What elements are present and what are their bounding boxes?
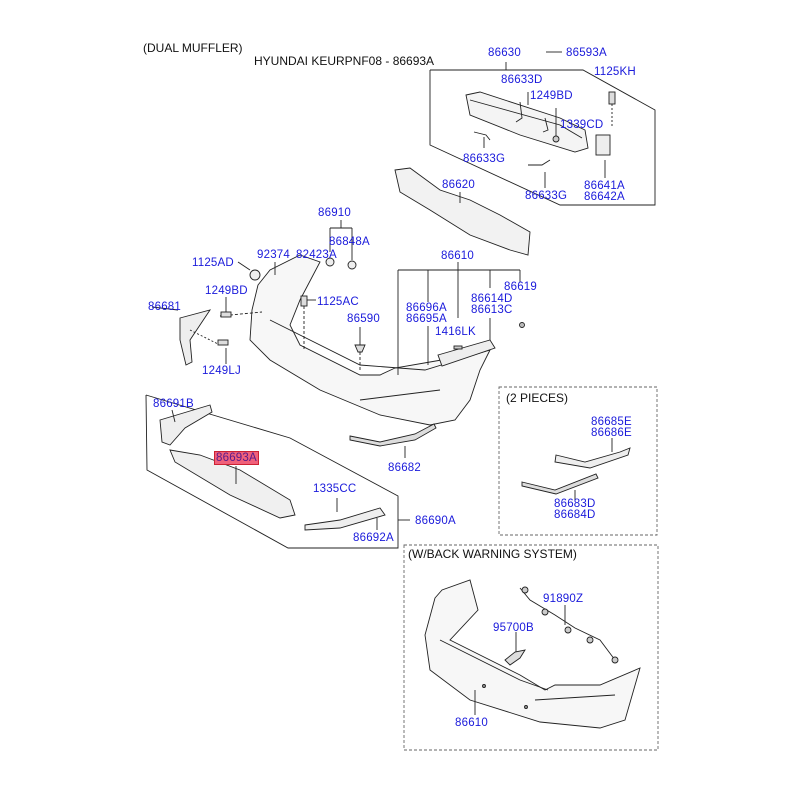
part-label-86692A[interactable]: 86692A bbox=[353, 532, 394, 544]
diagram-title: HYUNDAI KEURPNF08 - 86693A bbox=[254, 54, 435, 68]
part-label-86696A[interactable]: 86696A bbox=[406, 302, 447, 314]
part-label-86610[interactable]: 86610 bbox=[441, 250, 474, 262]
part-label-86633G-left[interactable]: 86633G bbox=[463, 153, 506, 165]
part-label-86614D[interactable]: 86614D bbox=[471, 293, 513, 305]
part-label-86686E[interactable]: 86686E bbox=[591, 427, 632, 439]
part-label-95700B[interactable]: 95700B bbox=[493, 622, 534, 634]
part-label-86590[interactable]: 86590 bbox=[347, 313, 380, 325]
part-label-86641A[interactable]: 86641A bbox=[584, 180, 625, 192]
part-label-86633G-right[interactable]: 86633G bbox=[525, 190, 568, 202]
part-label-86684D[interactable]: 86684D bbox=[554, 509, 596, 521]
sensor-bumper-cover bbox=[424, 579, 641, 729]
part-label-86690A[interactable]: 86690A bbox=[415, 515, 456, 527]
sensor-95700B bbox=[504, 649, 526, 666]
garnish-strip-86682 bbox=[349, 423, 437, 447]
part-label-86683D[interactable]: 86683D bbox=[554, 498, 596, 510]
part-label-86691B[interactable]: 86691B bbox=[153, 398, 194, 410]
two-pieces-box bbox=[498, 386, 658, 536]
part-label-86693A-highlighted[interactable]: 86693A bbox=[214, 451, 259, 465]
group-box-86630 bbox=[429, 69, 656, 206]
part-label-86848A[interactable]: 86848A bbox=[329, 236, 370, 248]
part-label-92374[interactable]: 92374 bbox=[257, 249, 290, 261]
part-label-86610-sensor[interactable]: 86610 bbox=[455, 717, 488, 729]
two-pieces-note: (2 PIECES) bbox=[506, 391, 569, 405]
part-label-1249BD-left[interactable]: 1249BD bbox=[205, 285, 248, 297]
part-label-86620[interactable]: 86620 bbox=[442, 179, 475, 191]
part-label-91890Z[interactable]: 91890Z bbox=[543, 593, 584, 605]
part-label-86681[interactable]: 86681 bbox=[148, 301, 181, 313]
part-label-1335CC[interactable]: 1335CC bbox=[313, 483, 357, 495]
bracket-86691B bbox=[159, 404, 213, 446]
part-label-1125KH[interactable]: 1125KH bbox=[594, 66, 636, 78]
rear-bumper-cover bbox=[249, 254, 491, 426]
bracket-86692A bbox=[304, 507, 386, 531]
part-label-1249LJ[interactable]: 1249LJ bbox=[202, 365, 241, 377]
part-label-86682[interactable]: 86682 bbox=[388, 462, 421, 474]
part-label-1416LK[interactable]: 1416LK bbox=[435, 326, 476, 338]
part-label-86910[interactable]: 86910 bbox=[318, 207, 351, 219]
part-label-1249BD-top[interactable]: 1249BD bbox=[530, 90, 573, 102]
part-label-86695A[interactable]: 86695A bbox=[406, 313, 447, 325]
part-label-86642A[interactable]: 86642A bbox=[584, 191, 625, 203]
variant-note: (DUAL MUFFLER) bbox=[143, 41, 243, 55]
part-label-86619[interactable]: 86619 bbox=[504, 281, 537, 293]
part-label-82423A[interactable]: 82423A bbox=[296, 249, 337, 261]
group-box-86690A bbox=[145, 394, 399, 549]
side-molding-86681 bbox=[179, 309, 212, 366]
part-label-86685E[interactable]: 86685E bbox=[591, 416, 632, 428]
reflector-bracket bbox=[437, 339, 496, 367]
energy-absorber bbox=[394, 167, 531, 256]
back-warning-note: (W/BACK WARNING SYSTEM) bbox=[408, 547, 577, 561]
support-86693A bbox=[169, 449, 296, 519]
part-label-1125AC[interactable]: 1125AC bbox=[317, 296, 359, 308]
back-warning-box bbox=[403, 544, 659, 751]
part-label-1339CD[interactable]: 1339CD bbox=[560, 119, 604, 131]
part-label-86630[interactable]: 86630 bbox=[488, 47, 521, 59]
part-label-86633D[interactable]: 86633D bbox=[501, 74, 543, 86]
part-label-86613C[interactable]: 86613C bbox=[471, 304, 513, 316]
part-label-86593A[interactable]: 86593A bbox=[566, 47, 607, 59]
part-label-1125AD[interactable]: 1125AD bbox=[192, 257, 234, 269]
